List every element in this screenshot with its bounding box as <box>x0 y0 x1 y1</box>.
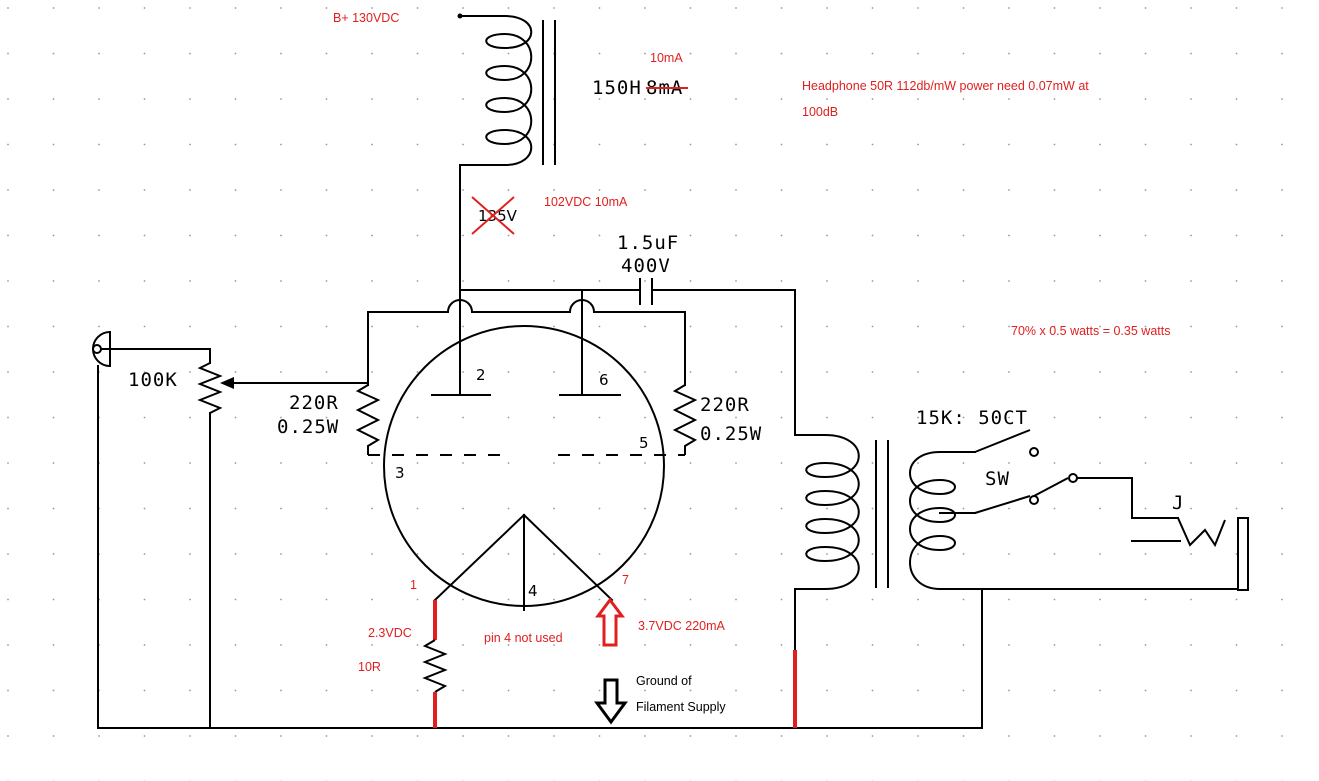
choke-label: 150H <box>592 77 642 99</box>
pin-3-label: 3 <box>395 464 405 482</box>
filament-voltage-note: 2.3VDC <box>368 626 412 640</box>
pot-label: 100K <box>128 369 178 391</box>
resistor-right <box>672 384 698 455</box>
headphone-jack <box>981 517 1249 591</box>
filament-resistor <box>422 639 448 693</box>
r-right-value: 220R <box>700 394 750 416</box>
pin-2-label: 2 <box>476 366 486 384</box>
power-calc-note: 70% x 0.5 watts = 0.35 watts <box>1011 324 1170 338</box>
r-right-watt: 0.25W <box>700 423 762 445</box>
pin-5-label: 5 <box>639 434 649 452</box>
bplus-note: B+ 130VDC <box>333 11 399 25</box>
cap-value-label: 1.5uF <box>617 232 679 254</box>
ground-arrow-icon <box>594 678 628 725</box>
pin-1-note: 1 <box>410 578 417 592</box>
headphone-note-1: Headphone 50R 112db/mW power need 0.07mW… <box>802 79 1089 93</box>
filament <box>433 513 614 611</box>
choke <box>457 13 556 166</box>
headphone-note-2: 100dB <box>802 105 838 119</box>
xfmr-label: 15K: 50CT <box>916 407 1028 429</box>
choke-current-note: 10mA <box>650 51 683 65</box>
selector-switch <box>974 429 1179 519</box>
jack-label: J <box>1172 492 1184 514</box>
ground-note-2: Filament Supply <box>636 700 726 714</box>
input-jack <box>92 331 211 729</box>
pin-6-label: 6 <box>599 371 609 389</box>
ground-note-1: Ground of <box>636 674 692 688</box>
cap-voltage-label: 400V <box>621 255 671 277</box>
potentiometer <box>197 348 369 729</box>
heater-note: 3.7VDC 220mA <box>638 619 726 633</box>
pin-4-label: 4 <box>528 582 538 600</box>
output-transformer <box>793 434 983 729</box>
old-voltage-strike-b <box>471 196 515 235</box>
pin-7-note: 7 <box>622 573 629 587</box>
switch-label: SW <box>985 468 1010 490</box>
r-left-watt: 0.25W <box>277 416 339 438</box>
pin4-note: pin 4 not used <box>484 631 563 645</box>
plate-voltage-note: 102VDC 10mA <box>544 195 628 209</box>
cathode-bus <box>368 299 685 313</box>
r-left-value: 220R <box>289 392 339 414</box>
resistor-left <box>355 384 381 455</box>
filament-resistor-note: 10R <box>358 660 381 674</box>
heater-arrow-icon <box>595 597 625 647</box>
